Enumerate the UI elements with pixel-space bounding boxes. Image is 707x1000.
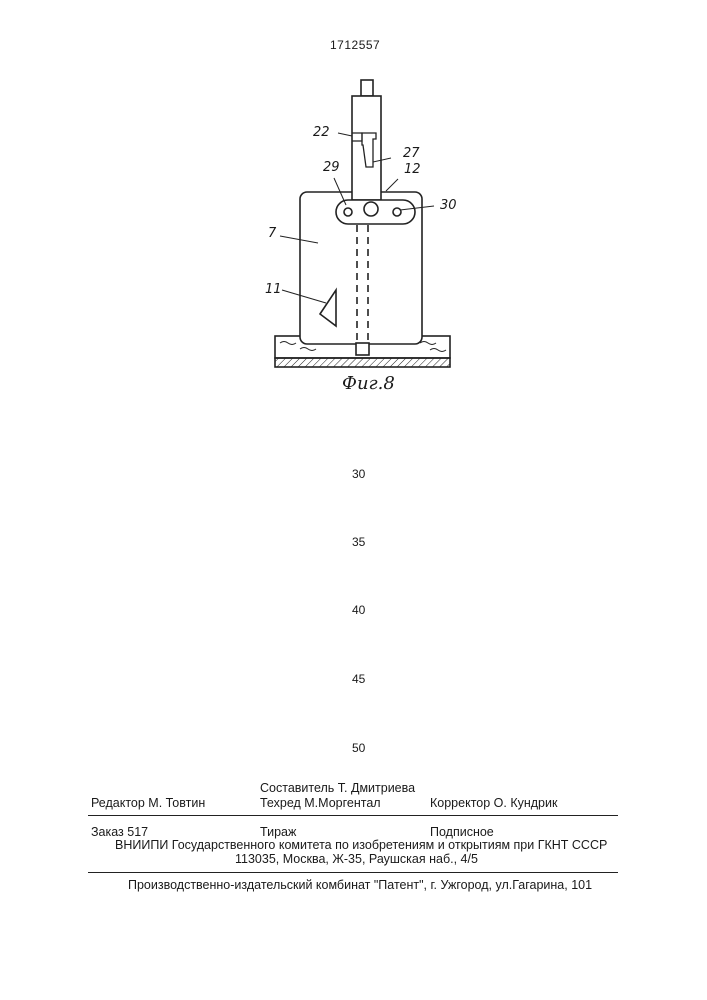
line-number: 45 xyxy=(352,672,365,686)
line-number: 30 xyxy=(352,467,365,481)
address: 113035, Москва, Ж-35, Раушская наб., 4/5 xyxy=(235,852,478,866)
order-number: Заказ 517 xyxy=(91,825,148,839)
line-number: 50 xyxy=(352,741,365,755)
line-number: 35 xyxy=(352,535,365,549)
line-number: 40 xyxy=(352,603,365,617)
figure-caption: Фиг.8 xyxy=(342,373,395,394)
institute: ВНИИПИ Государственного комитета по изоб… xyxy=(115,838,607,852)
base-hatching xyxy=(275,358,450,367)
circulation: Тираж xyxy=(260,825,296,839)
divider xyxy=(88,872,618,873)
callout-29: 29 xyxy=(323,160,340,175)
divider xyxy=(88,815,618,816)
callout-30: 30 xyxy=(440,198,457,213)
rod-tip xyxy=(356,343,369,355)
callout-7: 7 xyxy=(268,226,276,241)
callout-27: 27 xyxy=(403,146,420,161)
callout-11: 11 xyxy=(265,282,282,297)
callout-22: 22 xyxy=(313,125,330,140)
technical-drawing xyxy=(0,0,707,420)
compiler: Составитель Т. Дмитриева xyxy=(260,781,415,795)
publisher: Производственно-издательский комбинат "П… xyxy=(128,878,592,892)
subscription: Подписное xyxy=(430,825,494,839)
column-top xyxy=(361,80,373,96)
corrector: Корректор О. Кундрик xyxy=(430,796,557,810)
techred: Техред М.Моргентал xyxy=(260,796,381,810)
editor: Редактор М. Товтин xyxy=(91,796,205,810)
callout-12: 12 xyxy=(404,162,421,177)
